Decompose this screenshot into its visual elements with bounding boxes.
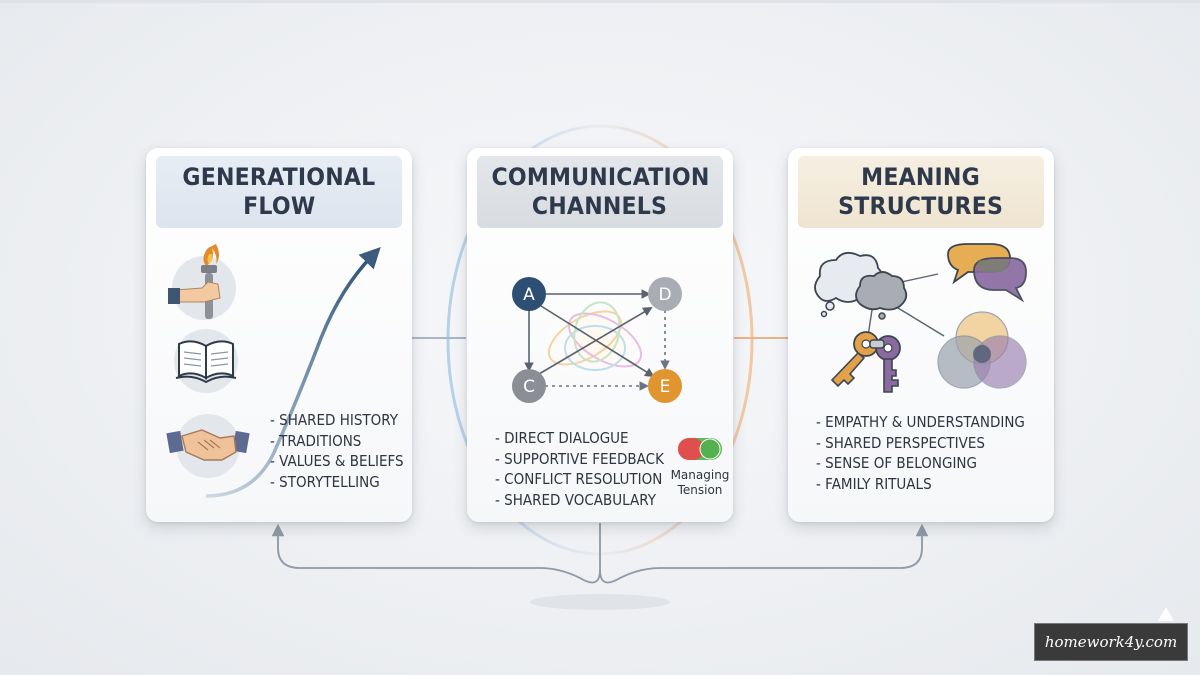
- node-c-label: C: [523, 377, 535, 397]
- bullet-item: - EMPATHY & UNDERSTANDING: [816, 413, 1025, 431]
- watermark-text: homework4y.com: [1044, 633, 1178, 651]
- keys-icon: [830, 331, 901, 393]
- card-illustration: [814, 243, 1027, 393]
- card-header-generational-flow: GENERATIONAL FLOW: [156, 156, 402, 228]
- feedback-arrow-right: [599, 523, 929, 584]
- node-a-label: A: [523, 285, 535, 305]
- rising-arrow: [205, 246, 381, 498]
- bullet-item: - VALUES & BELIEFS: [270, 452, 404, 470]
- card-title-line2: CHANNELS: [532, 192, 668, 220]
- node-d-label: D: [658, 285, 671, 305]
- toggle-label-line1: Managing: [670, 468, 730, 482]
- card-title-line2: FLOW: [242, 192, 316, 220]
- bullet-item: - SUPPORTIVE FEEDBACK: [495, 449, 664, 468]
- bullet-item: - SHARED HISTORY: [270, 411, 399, 429]
- bullet-item: - FAMILY RITUALS: [816, 474, 932, 493]
- bullet-item: - STORYTELLING: [270, 472, 380, 491]
- top-border: [0, 0, 1200, 3]
- card-header-meaning-structures: MEANING STRUCTURES: [798, 156, 1044, 228]
- bullet-item: - TRADITIONS: [270, 431, 362, 450]
- torch-icon: [168, 244, 236, 320]
- card-illustration: [166, 244, 381, 498]
- bullet-item: - SHARED VOCABULARY: [495, 490, 656, 509]
- thought-clouds-icon: [814, 251, 908, 320]
- watermark-badge: homework4y.com: [1034, 623, 1188, 661]
- card-meaning-structures: MEANING STRUCTURES: [788, 148, 1054, 522]
- card-title-line1: GENERATIONAL: [182, 163, 376, 191]
- tension-toggle: [678, 438, 722, 460]
- node-d: D: [648, 277, 682, 311]
- bullet-item: - SHARED PERSPECTIVES: [816, 433, 986, 452]
- handshake-icon: [166, 414, 250, 478]
- card-title-line1: COMMUNICATION: [490, 163, 710, 191]
- node-e-label: E: [660, 377, 671, 397]
- open-book-icon: [174, 329, 238, 393]
- card-title-line1: MEANING: [861, 163, 981, 191]
- node-e: E: [648, 369, 682, 403]
- bullet-item: - DIRECT DIALOGUE: [495, 429, 629, 447]
- bullet-item: - SENSE OF BELONGING: [816, 454, 978, 472]
- card-title-line2: STRUCTURES: [838, 192, 1004, 220]
- base-shadow: [530, 594, 670, 610]
- toggle-label-line2: Tension: [677, 483, 723, 497]
- toggle-label: Managing Tension: [668, 468, 732, 498]
- card-communication-channels: COMMUNICATION CHANNELS: [467, 148, 733, 522]
- node-a: A: [512, 277, 546, 311]
- bullet-list: - DIRECT DIALOGUE - SUPPORTIVE FEEDBACK …: [495, 428, 683, 510]
- card-generational-flow: GENERATIONAL FLOW: [146, 148, 412, 522]
- card-header-communication-channels: COMMUNICATION CHANNELS: [477, 156, 723, 228]
- bullet-list: - SHARED HISTORY - TRADITIONS - VALUES &…: [270, 410, 418, 492]
- edge-a-e: [540, 305, 655, 378]
- link-line: [897, 307, 945, 337]
- bullet-item: - CONFLICT RESOLUTION: [495, 470, 663, 488]
- venn-diagram-icon: [937, 311, 1027, 389]
- bullet-list: - EMPATHY & UNDERSTANDING - SHARED PERSP…: [816, 412, 1048, 494]
- edge-c-d: [538, 307, 653, 375]
- node-c: C: [512, 369, 546, 403]
- speech-bubbles-icon: [947, 243, 1027, 303]
- feedback-arrow-left: [271, 523, 601, 584]
- network-diagram: A D C E: [512, 277, 722, 460]
- tangle-loops: [547, 301, 643, 371]
- watermark-triangle: [1158, 607, 1174, 621]
